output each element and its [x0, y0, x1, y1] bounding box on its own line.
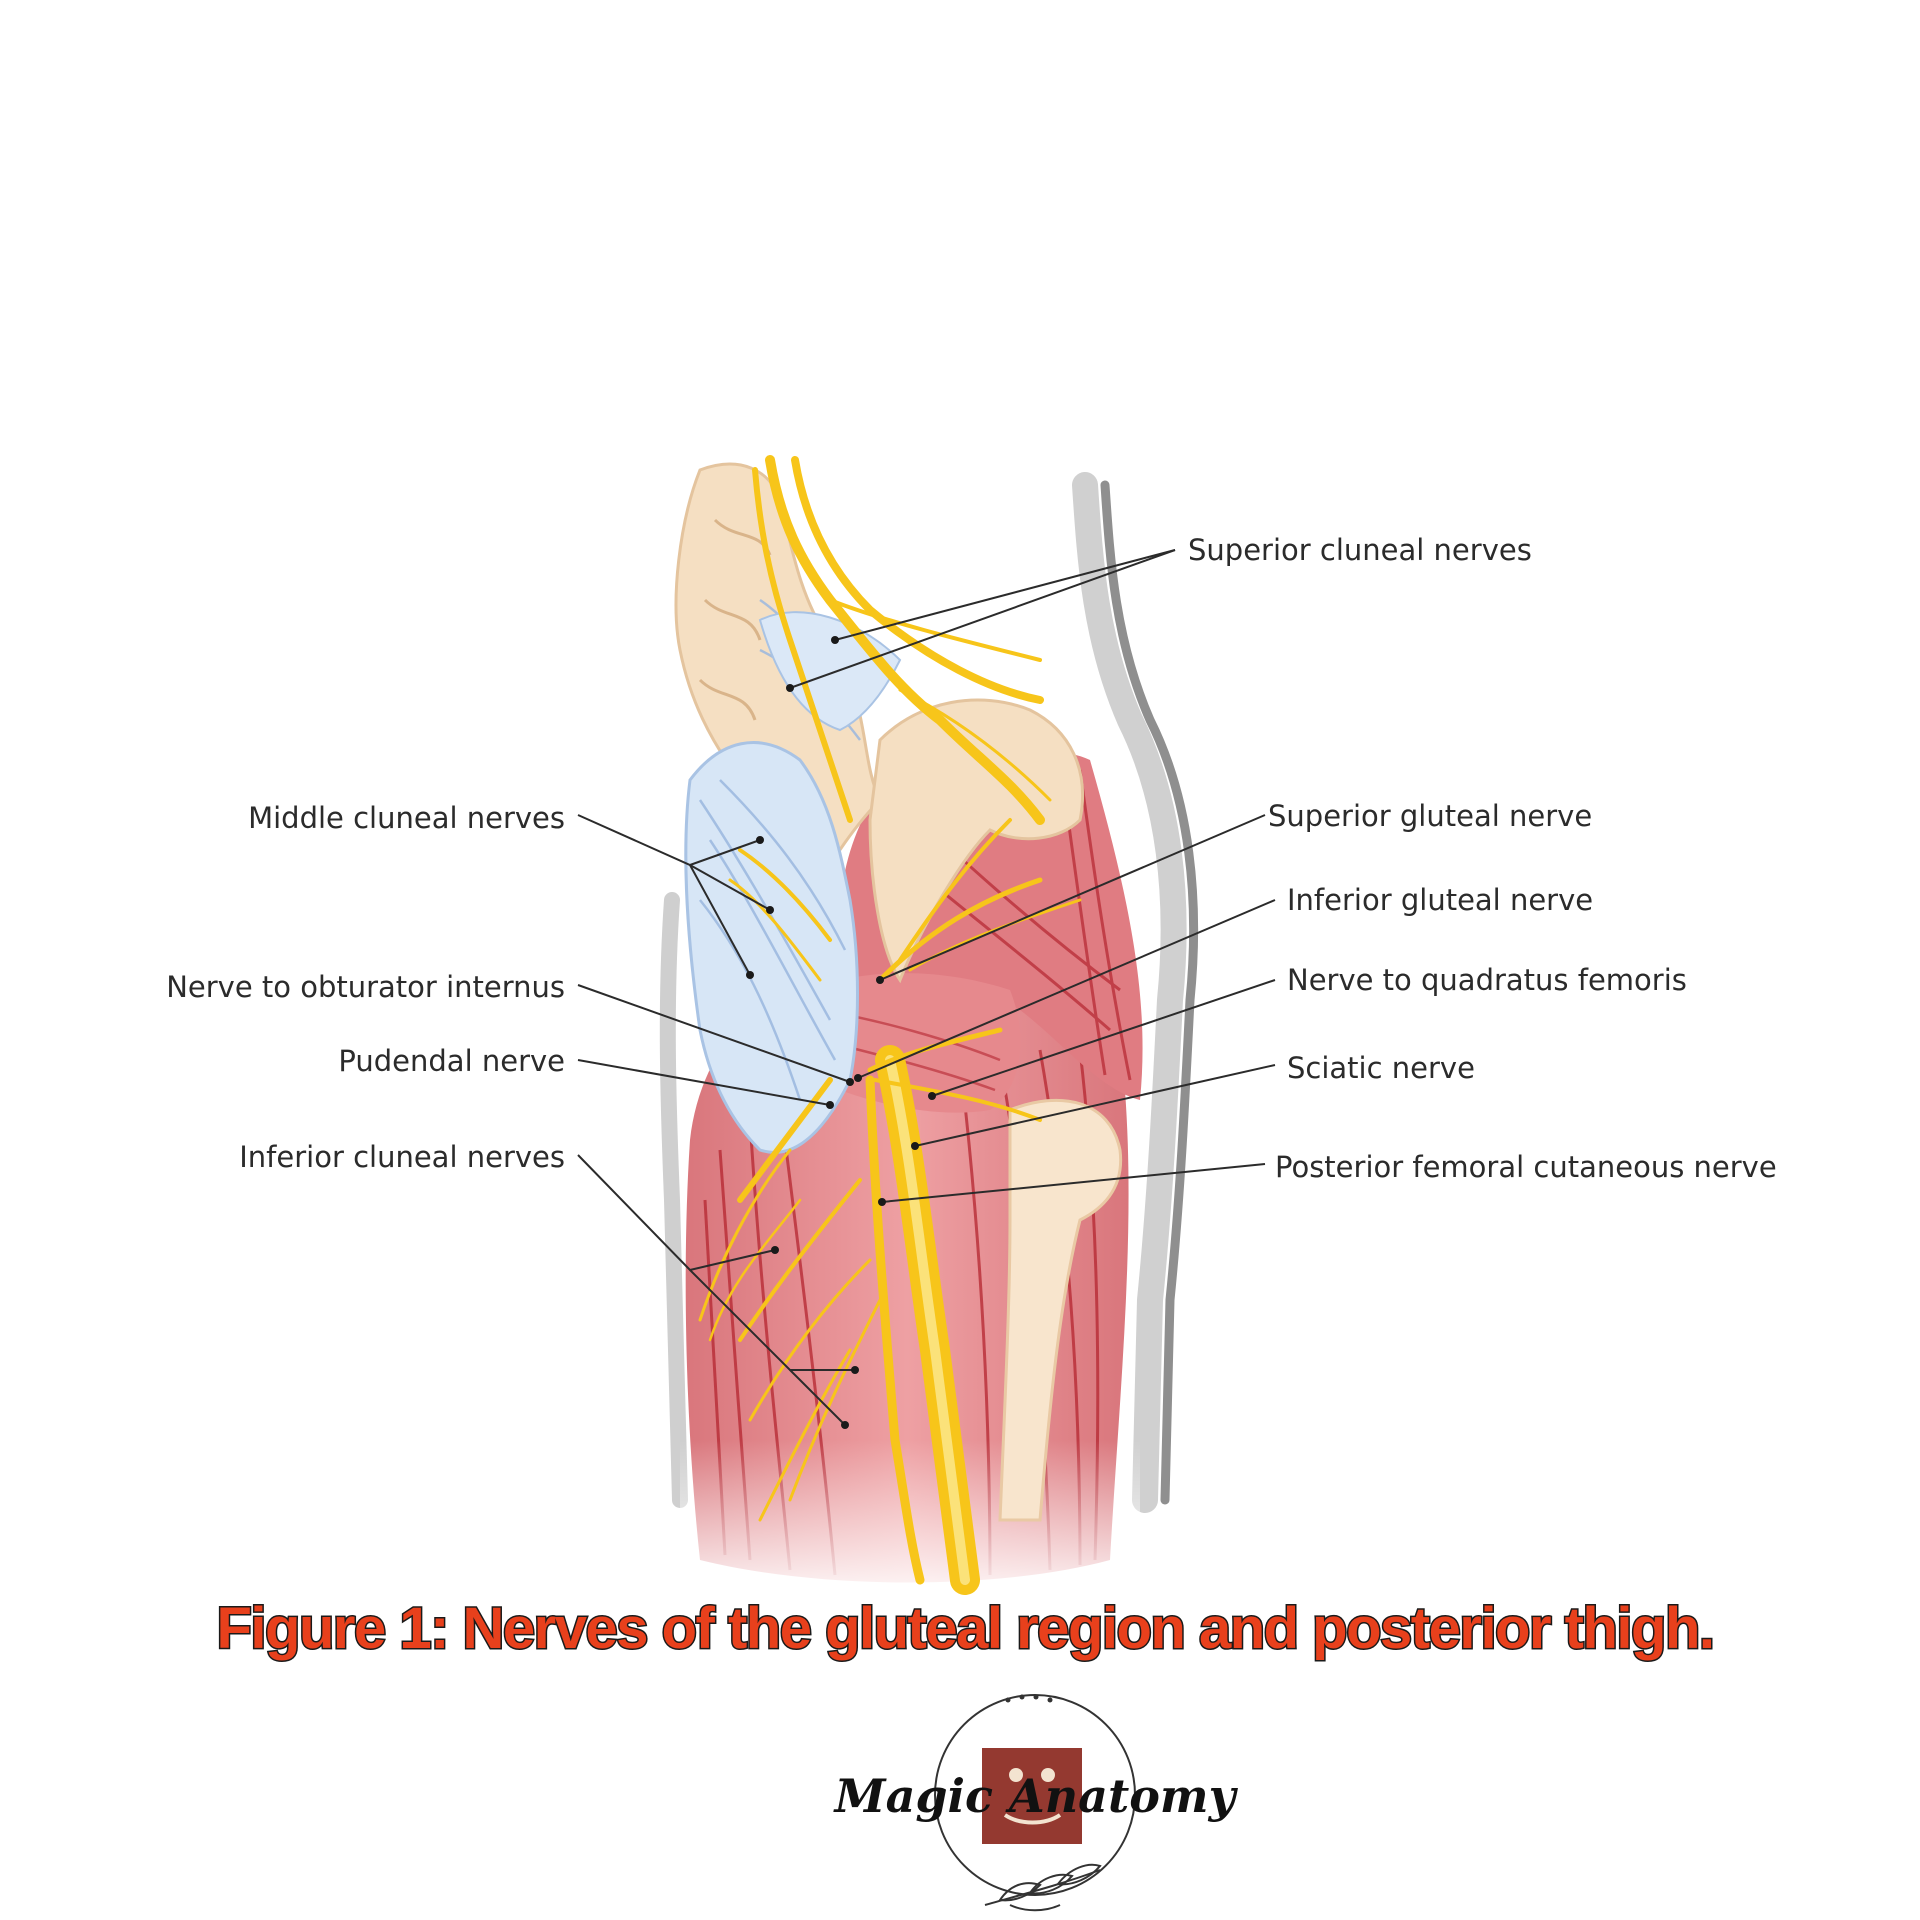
label-nerve-to-quadratus-femoris: Nerve to quadratus femoris	[1287, 963, 1687, 997]
ligaments	[684, 598, 902, 1154]
label-middle-cluneal-nerves: Middle cluneal nerves	[248, 801, 565, 835]
skin-outline	[659, 472, 1199, 1513]
label-pudendal-nerve: Pudendal nerve	[338, 1044, 565, 1078]
leader-dots	[746, 636, 936, 1429]
label-inferior-gluteal-nerve: Inferior gluteal nerve	[1287, 883, 1593, 917]
magic-anatomy-logo: Magic Anatomy	[833, 1694, 1239, 1912]
label-superior-cluneal-nerves: Superior cluneal nerves	[1188, 533, 1532, 567]
leader-lines	[577, 549, 1276, 1426]
label-posterior-femoral-cutaneous-nerve: Posterior femoral cutaneous nerve	[1275, 1150, 1777, 1184]
label-nerve-to-obturator-internus: Nerve to obturator internus	[166, 970, 565, 1004]
femur	[998, 1098, 1123, 1522]
pelvis-bone	[674, 462, 1085, 984]
logo-text: Magic Anatomy	[833, 1769, 1239, 1823]
label-inferior-cluneal-nerves: Inferior cluneal nerves	[239, 1140, 565, 1174]
face-photo	[982, 1748, 1082, 1844]
label-sciatic-nerve: Sciatic nerve	[1287, 1051, 1475, 1085]
laurel-icon	[984, 1863, 1102, 1912]
nerves	[698, 455, 1082, 1595]
figure-caption: Figure 1: Nerves of the gluteal region a…	[216, 1596, 1713, 1661]
label-superior-gluteal-nerve: Superior gluteal nerve	[1268, 799, 1592, 833]
